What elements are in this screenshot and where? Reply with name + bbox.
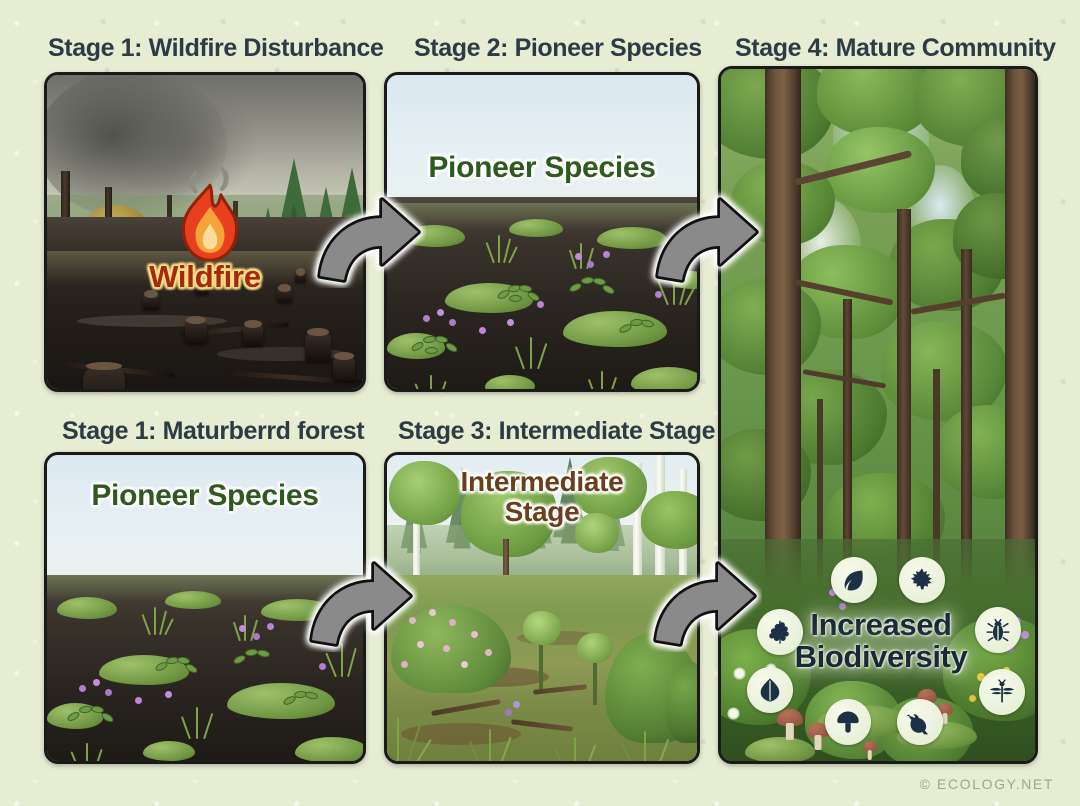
- maple-leaf-icon: [899, 557, 945, 603]
- biodiversity-line-1: Increased: [810, 607, 952, 642]
- increased-biodiversity-group: Increased Biodiversity: [721, 557, 1035, 747]
- stage-title-1b: Stage 1: Maturberrd forest: [62, 417, 365, 445]
- panel-stage-2-pioneer[interactable]: Pioneer Species: [384, 72, 700, 392]
- stage-title-3: Stage 3: Intermediate Stage: [398, 417, 716, 445]
- mushroom-icon: [825, 699, 871, 745]
- leaf-icon: [831, 557, 877, 603]
- arrow-stage3-to-stage4: [642, 552, 762, 652]
- arrow-stage1-to-stage2: [306, 188, 426, 288]
- stage-title-1: Stage 1: Wildfire Disturbance: [48, 34, 384, 62]
- arrow-stage2-to-stage4: [644, 188, 764, 288]
- scene-intermediate: [387, 455, 697, 761]
- arrow-mature-to-stage3: [298, 552, 418, 652]
- stage-title-4: Stage 4: Mature Community: [735, 34, 1056, 62]
- stage-title-2: Stage 2: Pioneer Species: [414, 34, 702, 62]
- copyright-notice: © ECOLOGY.NET: [919, 776, 1054, 792]
- scene-pioneer-bottom: [47, 455, 363, 761]
- panel-stage-4-mature[interactable]: Increased Biodiversity: [718, 66, 1038, 764]
- biodiversity-line-2: Biodiversity: [794, 639, 968, 675]
- oak-leaf-icon: [757, 609, 803, 655]
- heart-leaf-icon: [747, 667, 793, 713]
- panel-stage-3-intermediate[interactable]: Intermediate Stage: [384, 452, 700, 764]
- beetle-icon: [975, 607, 1021, 653]
- panel-stage-1-wildfire[interactable]: Wildfire: [44, 72, 366, 392]
- dragonfly-icon: [979, 669, 1025, 715]
- flame-icon: [171, 161, 249, 265]
- bird-icon: [897, 699, 943, 745]
